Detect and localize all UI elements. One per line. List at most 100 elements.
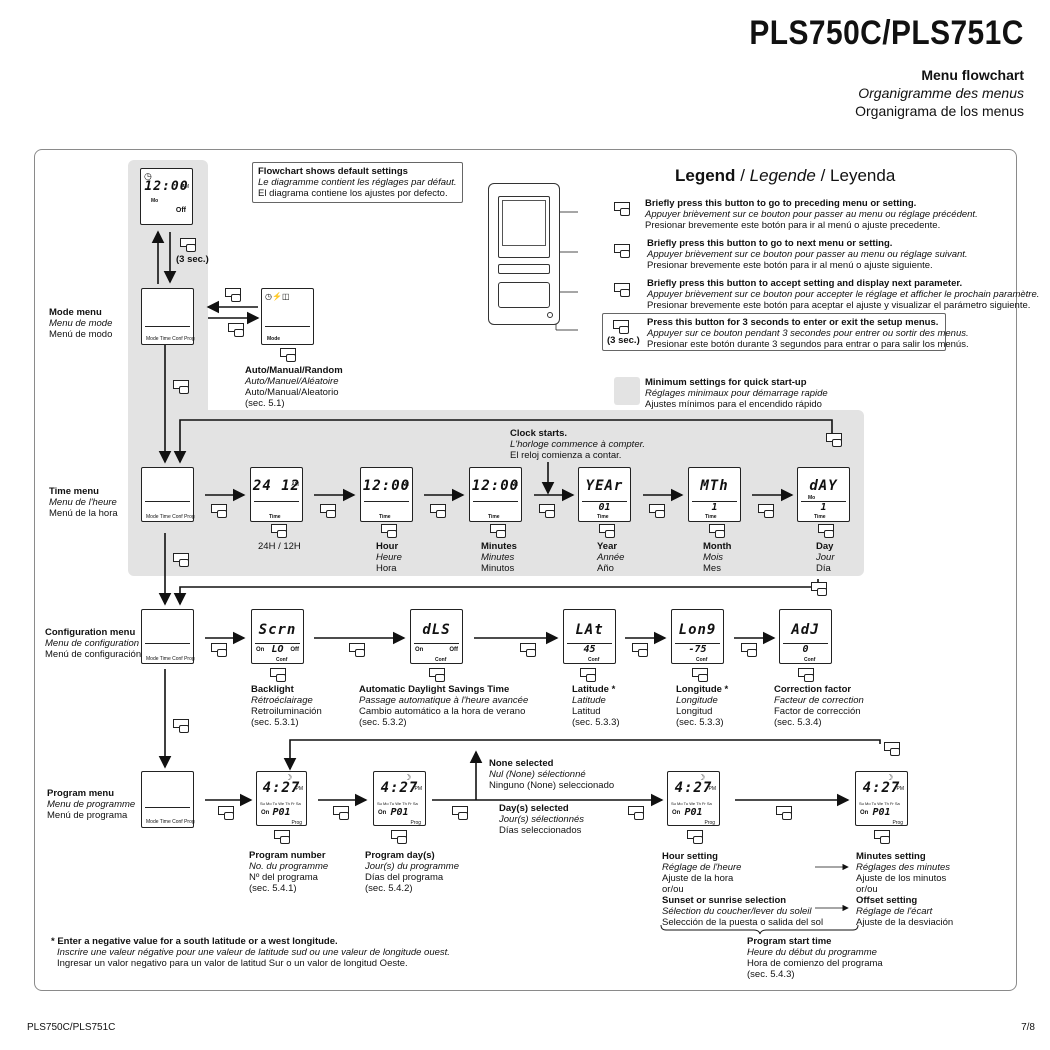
- display-program-number: ☽ 4:27 PM Su Mo Tu We Th Fr Sa On P01 Pr…: [256, 771, 307, 826]
- accept-button-t1[interactable]: [271, 524, 287, 538]
- home-mo: Mo: [151, 198, 159, 204]
- accept-button-t4[interactable]: [599, 524, 615, 538]
- d4-text: YEAr: [585, 478, 624, 494]
- accept-button-c4[interactable]: [692, 668, 708, 682]
- ms-fr: Réglages des minutes: [856, 862, 950, 873]
- clock-icon: ◷: [144, 171, 152, 181]
- next-button-adj[interactable]: [811, 582, 827, 596]
- pn-sec: (sec. 5.4.1): [249, 883, 297, 894]
- config-menu-display: Mode Time Conf Prog: [141, 609, 195, 664]
- legend-3-fr: Appuyer brièvement sur ce bouton pour ac…: [647, 289, 1040, 300]
- next-button-config[interactable]: [173, 719, 189, 733]
- accept-button-c1[interactable]: [270, 668, 286, 682]
- minutes-fr: Minutes: [481, 552, 515, 563]
- pn-on: On: [261, 810, 270, 816]
- next-button-p2[interactable]: [452, 806, 468, 820]
- prev-button-t4[interactable]: [539, 504, 555, 518]
- next-button-time[interactable]: [173, 553, 189, 567]
- prev-button-t2[interactable]: [320, 504, 336, 518]
- adj-conf: Conf: [804, 657, 816, 663]
- prev-button-c3[interactable]: [520, 643, 536, 657]
- backlight-fr: Rétroéclairage: [251, 695, 313, 706]
- d5-val: 1: [711, 502, 718, 513]
- config-menu-bar: Mode Time Conf Prog: [146, 656, 195, 662]
- corr-es: Factor de corrección: [774, 706, 861, 717]
- pd-pm: PM: [414, 786, 423, 792]
- backlight-es: Retroiluminación: [251, 706, 322, 717]
- legend-title-es: Leyenda: [830, 166, 896, 185]
- pn-prog: Prog: [291, 820, 302, 826]
- prev-button-p1[interactable]: [218, 806, 234, 820]
- prev-button-c2[interactable]: [349, 643, 365, 657]
- auto-sec: (sec. 5.1): [245, 398, 285, 409]
- prev-button-p2[interactable]: [333, 806, 349, 820]
- next-button-day[interactable]: [826, 433, 842, 447]
- hour-en: Hour: [376, 541, 399, 552]
- accept-button-p3[interactable]: [687, 830, 703, 844]
- month-en: Month: [703, 541, 732, 552]
- accept-button-t3[interactable]: [490, 524, 506, 538]
- d6-mo: Mo: [808, 495, 816, 501]
- longitude-sec: (sec. 5.3.3): [676, 717, 724, 728]
- mode-menu-fr: Menu de mode: [49, 318, 113, 329]
- time-menu-en: Time menu: [49, 486, 99, 497]
- hs-es: Ajuste de la hora: [662, 873, 734, 884]
- display-long: Lon9 -75 Conf: [671, 609, 724, 664]
- days-es: Días seleccionados: [499, 825, 582, 836]
- prev-button-t6[interactable]: [758, 504, 774, 518]
- program-menu-fr: Menu de programme: [47, 799, 136, 810]
- min-es: Ajustes mínimos para el encendido rápido: [645, 399, 822, 410]
- lat-text: LAt: [575, 622, 604, 638]
- label-day: Day Jour Día: [816, 541, 834, 574]
- legend-2-fr: Appuyer brièvement sur ce bouton pour pa…: [647, 249, 968, 260]
- d4-val: 01: [598, 502, 611, 513]
- pn-es: Nº del programa: [249, 872, 318, 883]
- prev-button-c5[interactable]: [741, 643, 757, 657]
- accept-button-c3[interactable]: [580, 668, 596, 682]
- accept-button-t2[interactable]: [381, 524, 397, 538]
- prev-button-auto[interactable]: [225, 288, 241, 302]
- page-subtitle: Menu flowchart Organigramme des menus Or…: [855, 66, 1024, 120]
- label-correction: Correction factor Facteur de correction …: [774, 684, 864, 728]
- accept-button-auto[interactable]: [280, 348, 296, 362]
- hold-button-mode[interactable]: [180, 238, 196, 252]
- long-text: Lon9: [678, 622, 717, 638]
- prev-button-p3[interactable]: [628, 806, 644, 820]
- hs-prog: Prog: [704, 820, 715, 826]
- hour-es: Hora: [376, 563, 397, 574]
- display-year: YEAr 01 Time: [578, 467, 631, 522]
- lat-val: 45: [583, 644, 596, 655]
- minutes-es: Minutos: [481, 563, 515, 574]
- accept-button-p1[interactable]: [274, 830, 290, 844]
- prev-button-t1[interactable]: [211, 504, 227, 518]
- display-month: MTh 1 Time: [688, 467, 741, 522]
- next-button-p3[interactable]: [776, 806, 792, 820]
- accept-button-c5[interactable]: [798, 668, 814, 682]
- minimum-settings-text: Minimum settings for quick start-up Régl…: [645, 377, 828, 410]
- d5-time: Time: [705, 514, 717, 520]
- d1-time: Time: [269, 514, 281, 520]
- next-button-p4[interactable]: [884, 742, 900, 756]
- button-icon-next: [614, 244, 630, 258]
- label-latitude: Latitude * Latitude Latitud (sec. 5.3.3): [572, 684, 620, 728]
- accept-button-c2[interactable]: [429, 668, 445, 682]
- accept-button-p2[interactable]: [391, 830, 407, 844]
- next-button-mode[interactable]: [173, 380, 189, 394]
- label-none-selected: None selected Nul (None) sélectionné Nin…: [489, 758, 614, 791]
- button-icon-hold: [613, 320, 629, 334]
- ms-days: Su Mo Tu We Th Fr Sa: [859, 801, 900, 806]
- accept-button-t6[interactable]: [818, 524, 834, 538]
- label-program-days: Program day(s) Jour(s) du programme Días…: [365, 850, 459, 894]
- next-button-auto[interactable]: [228, 323, 244, 337]
- prev-button-t5[interactable]: [649, 504, 665, 518]
- pst-en: Program start time: [747, 936, 832, 947]
- page-title: PLS750C/PLS751C: [749, 14, 1024, 52]
- display-adj: AdJ 0 Conf: [779, 609, 832, 664]
- config-menu-label: Configuration menu Menu de configuration…: [45, 627, 141, 660]
- prev-button-c4[interactable]: [632, 643, 648, 657]
- prev-button-c1[interactable]: [211, 643, 227, 657]
- dls-conf: Conf: [435, 657, 447, 663]
- prev-button-t3[interactable]: [430, 504, 446, 518]
- accept-button-t5[interactable]: [709, 524, 725, 538]
- accept-button-p4[interactable]: [874, 830, 890, 844]
